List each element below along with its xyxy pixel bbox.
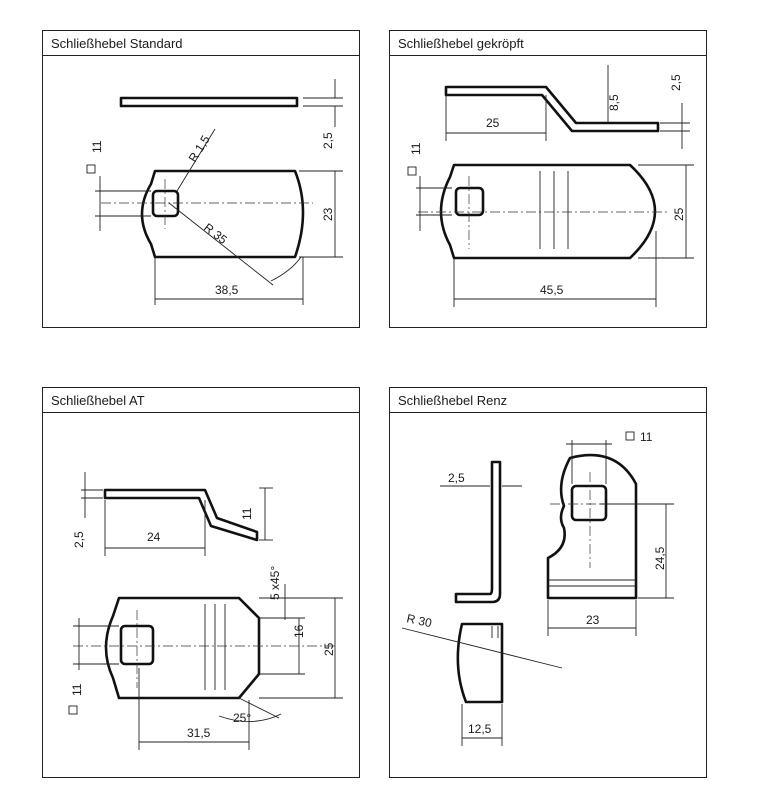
dim-chamfer: 5 x45° — [268, 566, 282, 600]
drawing-at: 2,5 24 11 5 x45° 16 25 11 — [68, 472, 343, 750]
dim-square: 11 — [70, 683, 84, 696]
dim-angle: 25° — [233, 711, 251, 725]
square-symbol — [86, 164, 96, 174]
dim-thickness: 2,5 — [72, 531, 86, 548]
panel-schliesshebel-at: Schließhebel AT 2,5 24 11 5 x45° 16 — [42, 387, 360, 778]
dim-width: 23 — [586, 613, 600, 627]
panel-schliesshebel-standard: Schließhebel Standard 2,5 11 R 1,5 R 35 … — [42, 30, 360, 328]
dim-square: 11 — [409, 142, 423, 155]
dim-height: 23 — [321, 207, 335, 221]
side-view-bar — [119, 96, 299, 108]
square-hole — [570, 484, 608, 522]
side-view-bracket — [454, 460, 502, 604]
dim-height: 25 — [322, 642, 336, 656]
dim-foot-width: 12,5 — [468, 722, 492, 736]
square-symbol — [625, 431, 635, 441]
lever-foot-outline — [456, 622, 504, 704]
dim-height: 25 — [672, 207, 686, 221]
dim-offset: 11 — [240, 507, 254, 520]
dim-radius: R 30 — [405, 611, 433, 630]
dim-length: 45,5 — [540, 283, 564, 297]
panel-title: Schließhebel Renz — [390, 388, 706, 413]
dim-flat-length: 24 — [147, 530, 161, 544]
dim-square: 11 — [640, 430, 653, 444]
side-view-offset — [444, 85, 660, 133]
panel-title: Schließhebel gekröpft — [390, 31, 706, 56]
lever-plate-outline — [104, 596, 261, 700]
lever-plate-outline — [439, 163, 657, 260]
square-hole — [454, 186, 485, 217]
square-symbol — [68, 705, 78, 715]
dim-thickness: 2,5 — [669, 74, 683, 91]
dim-height: 24,5 — [653, 546, 667, 570]
dim-length: 38,5 — [215, 283, 239, 297]
drawing-renz: 2,5 11 24,5 23 R 30 12,5 — [401, 430, 674, 746]
panel-schliesshebel-gekroepft: Schließhebel gekröpft 25 8,5 2,5 11 25 — [389, 30, 707, 328]
dim-radius-small: R 1,5 — [186, 133, 213, 165]
drawing-standard: 2,5 11 R 1,5 R 35 23 38,5 — [86, 79, 343, 305]
square-hole — [151, 189, 180, 218]
panel-schliesshebel-renz: Schließhebel Renz 2,5 11 24,5 23 — [389, 387, 707, 778]
panel-title: Schließhebel Standard — [43, 31, 359, 56]
drawing-gekroepft: 25 8,5 2,5 11 25 45,5 — [407, 65, 694, 307]
lever-plate-outline — [546, 453, 638, 600]
dim-square: 11 — [90, 140, 104, 153]
panel-title: Schließhebel AT — [43, 388, 359, 413]
side-view-offset — [103, 488, 259, 542]
dim-offset: 8,5 — [607, 94, 621, 111]
dim-length: 31,5 — [187, 726, 211, 740]
dim-thickness: 2,5 — [321, 132, 335, 149]
dim-thickness: 2,5 — [448, 471, 465, 485]
dim-inner-height: 16 — [292, 624, 306, 638]
square-symbol — [407, 166, 417, 176]
dim-flat-length: 25 — [486, 116, 500, 130]
dim-radius-large: R 35 — [201, 220, 230, 247]
lever-plate-outline — [140, 169, 305, 259]
